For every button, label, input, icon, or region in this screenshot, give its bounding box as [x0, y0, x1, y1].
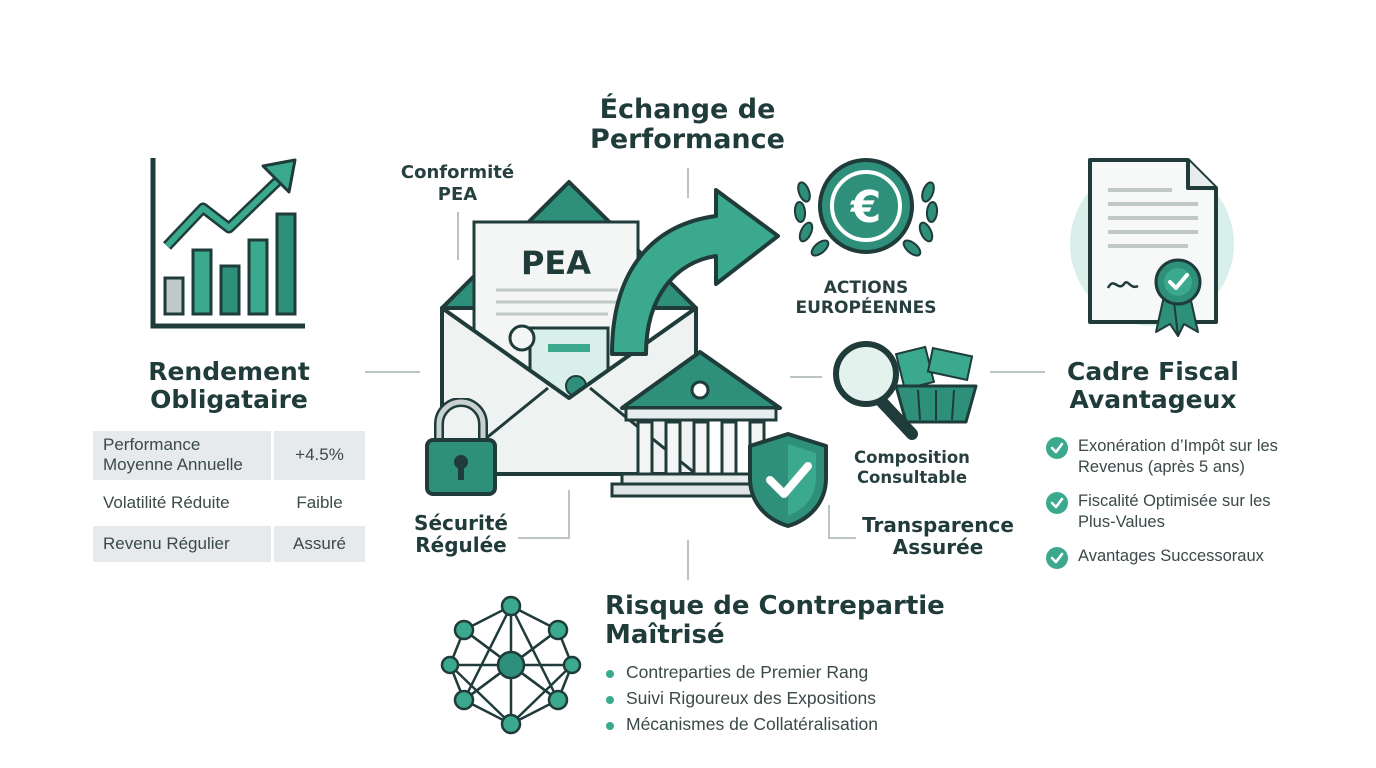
- euro-symbol: €: [850, 182, 882, 233]
- connector-right: [990, 371, 1045, 373]
- list-item: Mécanismes de Collatéralisation: [606, 714, 936, 735]
- bullet-dot-icon: [606, 670, 614, 678]
- check-circle-icon: [1046, 491, 1068, 514]
- metric-value: Assuré: [271, 525, 365, 562]
- connector-bottom: [687, 540, 689, 580]
- table-row: Volatilité Réduite Faible: [93, 482, 365, 523]
- table-row: Performance Moyenne Annuelle +4.5%: [93, 431, 365, 480]
- transparence-label: Transparence Assurée: [862, 513, 1014, 560]
- shield-check-icon: [748, 432, 828, 528]
- conformite-label: Conformité PEA: [400, 162, 515, 205]
- check-circle-icon: [1046, 437, 1068, 459]
- pea-document-label: PEA: [521, 244, 591, 282]
- connector-top-title: [687, 168, 689, 198]
- certificate-document-icon: [1070, 158, 1234, 337]
- magnifier-basket-icon: [833, 341, 978, 440]
- right-title: Cadre Fiscal Avantageux: [1067, 357, 1239, 414]
- table-row: Revenu Régulier Assuré: [93, 525, 365, 562]
- bottom-title: Risque de Contrepartie Maîtrisé: [605, 591, 945, 651]
- list-item-text: Exonération d’Impôt sur les Revenus (apr…: [1078, 437, 1278, 477]
- connector-transparence-v: [828, 505, 830, 539]
- bullet-dot-icon: [606, 696, 614, 704]
- list-item: Suivi Rigoureux des Expositions: [606, 688, 936, 709]
- list-item-text: Avantages Successoraux: [1078, 546, 1264, 565]
- connector-securite-h: [518, 537, 570, 539]
- metric-value: Faible: [271, 482, 365, 523]
- top-title: Échange de Performance: [590, 94, 785, 156]
- securite-label: Sécurité Régulée: [414, 511, 508, 558]
- list-item: Contreparties de Premier Rang: [606, 662, 936, 683]
- list-item-text: Contreparties de Premier Rang: [626, 662, 869, 682]
- metrics-table: Performance Moyenne Annuelle +4.5% Volat…: [93, 428, 365, 565]
- euro-laurel-icon: €: [793, 158, 939, 257]
- bar-chart-trend-icon: [150, 158, 305, 329]
- connector-conformite: [457, 212, 459, 260]
- connector-left: [365, 371, 420, 373]
- metric-label: Revenu Régulier: [93, 525, 271, 562]
- list-item-text: Mécanismes de Collatéralisation: [626, 714, 878, 734]
- metric-label: Volatilité Réduite: [103, 492, 230, 512]
- list-item-text: Fiscalité Optimisée sur les Plus-Values: [1078, 491, 1271, 532]
- actions-label: ACTIONS EUROPÉENNES: [795, 278, 937, 319]
- bullet-dot-icon: [606, 722, 614, 730]
- left-title: Rendement Obligataire: [148, 357, 310, 414]
- list-item-text: Suivi Rigoureux des Expositions: [626, 688, 876, 708]
- list-item: Fiscalité Optimisée sur les Plus-Values: [1046, 491, 1306, 534]
- connector-composition: [790, 376, 822, 378]
- padlock-icon: [425, 398, 497, 496]
- curved-arrow-icon: [610, 188, 780, 356]
- list-item: Avantages Successoraux: [1046, 546, 1306, 569]
- connector-securite-v: [568, 490, 570, 538]
- risk-list: Contreparties de Premier Rang Suivi Rigo…: [606, 662, 936, 740]
- connector-transparence-h: [828, 537, 856, 539]
- list-item: Exonération d’Impôt sur les Revenus (apr…: [1046, 436, 1306, 479]
- metric-value: +4.5%: [271, 431, 365, 480]
- network-nodes-icon: [440, 595, 582, 735]
- metric-label: Performance Moyenne Annuelle: [93, 431, 271, 480]
- check-circle-icon: [1046, 546, 1068, 569]
- composition-label: Composition Consultable: [854, 448, 970, 487]
- fiscal-checklist: Exonération d’Impôt sur les Revenus (apr…: [1046, 436, 1306, 579]
